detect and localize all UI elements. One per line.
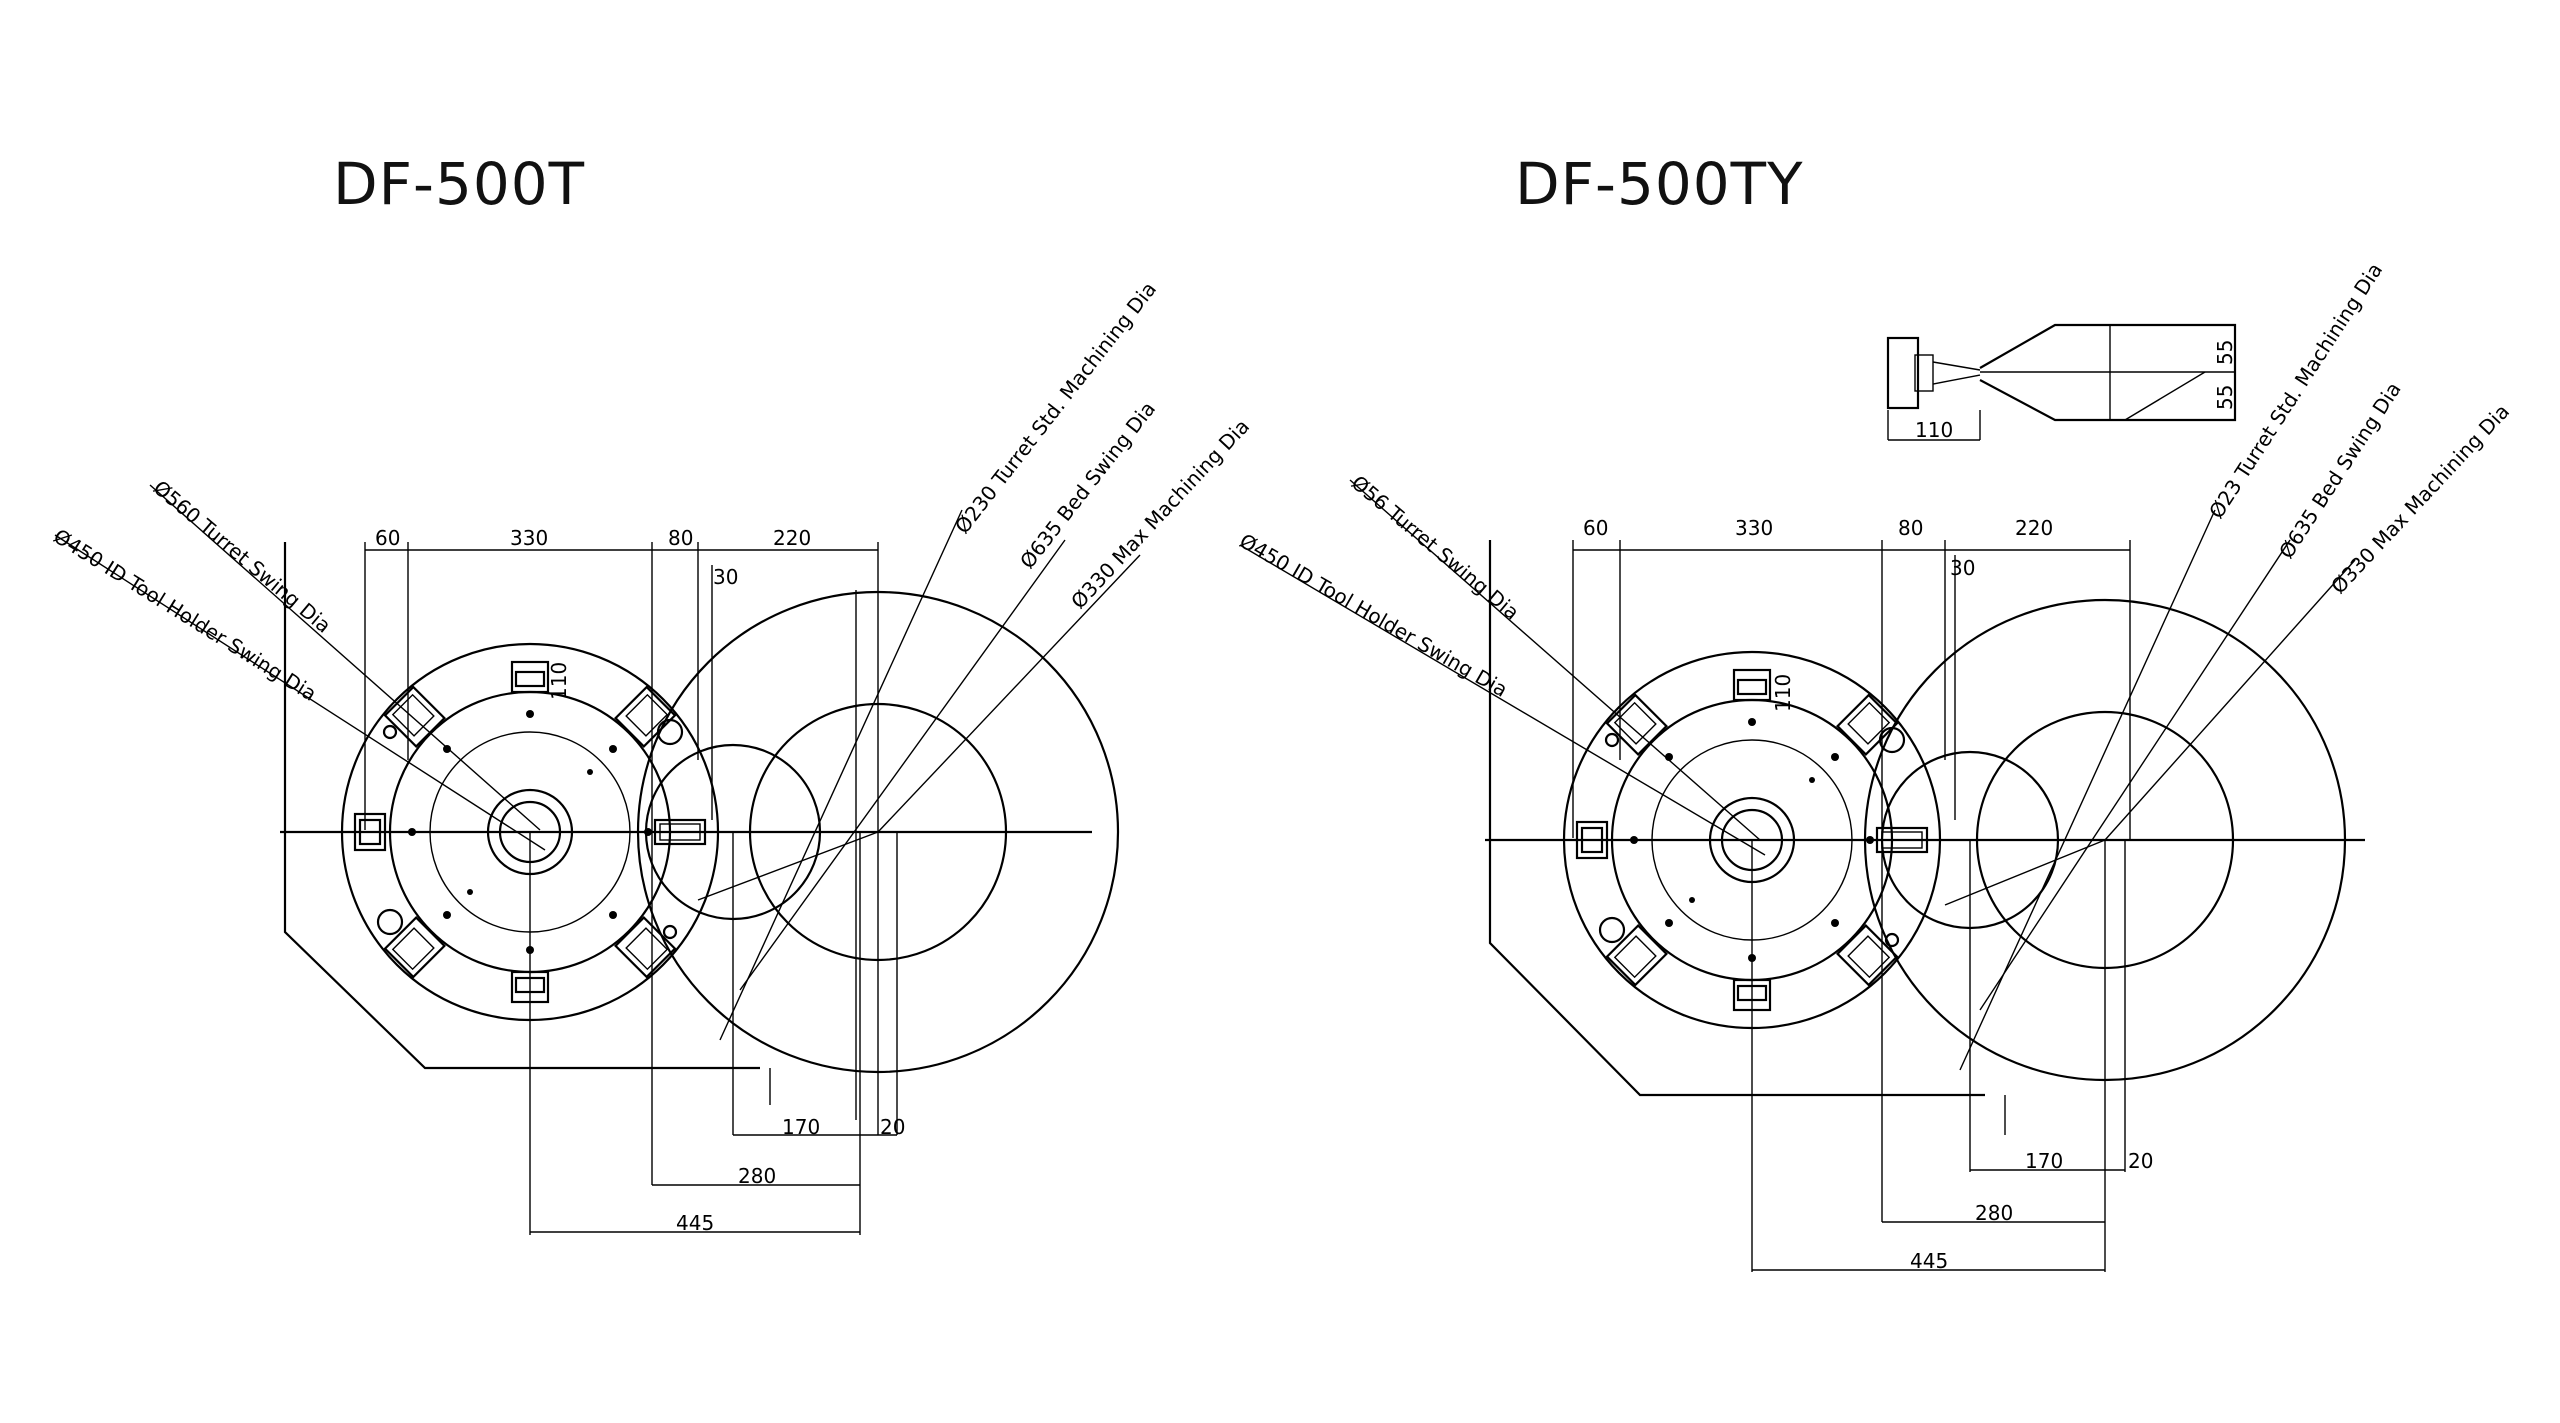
dim-445-left: 445: [676, 1211, 714, 1235]
dim-220-left: 220: [773, 526, 811, 550]
bed-outline-right: [1488, 540, 1985, 1097]
dim-110-left: 110: [547, 662, 571, 700]
right-drawing: Ø450 ID Tool Holder Swing Dia Ø56 Turret…: [1236, 259, 2515, 1273]
dim-170-right: 170: [2025, 1149, 2063, 1173]
inset-detail-right: 110 55 55: [1886, 323, 2237, 442]
dim-60-left: 60: [375, 526, 400, 550]
dim-30-right: 30: [1950, 556, 1975, 580]
dim-330-left: 330: [510, 526, 548, 550]
bed-outline-left: [283, 542, 760, 1070]
dim-80-right: 80: [1898, 516, 1923, 540]
dim-445-right: 445: [1910, 1249, 1948, 1273]
label-id-tool-right: Ø450 ID Tool Holder Swing Dia: [1236, 529, 1512, 702]
dim-60-right: 60: [1583, 516, 1608, 540]
dim-280-left: 280: [738, 1164, 776, 1188]
label-id-tool-left: Ø450 ID Tool Holder Swing Dia: [49, 524, 320, 706]
dim-110-right: 110: [1771, 674, 1795, 712]
dim-80-left: 80: [668, 526, 693, 550]
title-df-500ty: DF-500TY: [1515, 150, 1804, 218]
dim-170-left: 170: [782, 1115, 820, 1139]
dim-20-left: 20: [880, 1115, 905, 1139]
inset-dim-55a: 55: [2213, 340, 2237, 365]
label-turret-std-left: Ø230 Turret Std. Machining Dia: [950, 277, 1161, 538]
dim-330-right: 330: [1735, 516, 1773, 540]
inset-dim-110: 110: [1915, 418, 1953, 442]
dim-220-right: 220: [2015, 516, 2053, 540]
dim-20-right: 20: [2128, 1149, 2153, 1173]
title-df-500t: DF-500T: [333, 150, 586, 218]
label-max-mach-left: Ø330 Max Machining Dia: [1066, 414, 1254, 613]
inset-dim-55b: 55: [2213, 385, 2237, 410]
left-drawing: Ø450 ID Tool Holder Swing Dia Ø560 Turre…: [49, 277, 1254, 1235]
dim-30-left: 30: [713, 565, 738, 589]
dim-280-right: 280: [1975, 1201, 2013, 1225]
